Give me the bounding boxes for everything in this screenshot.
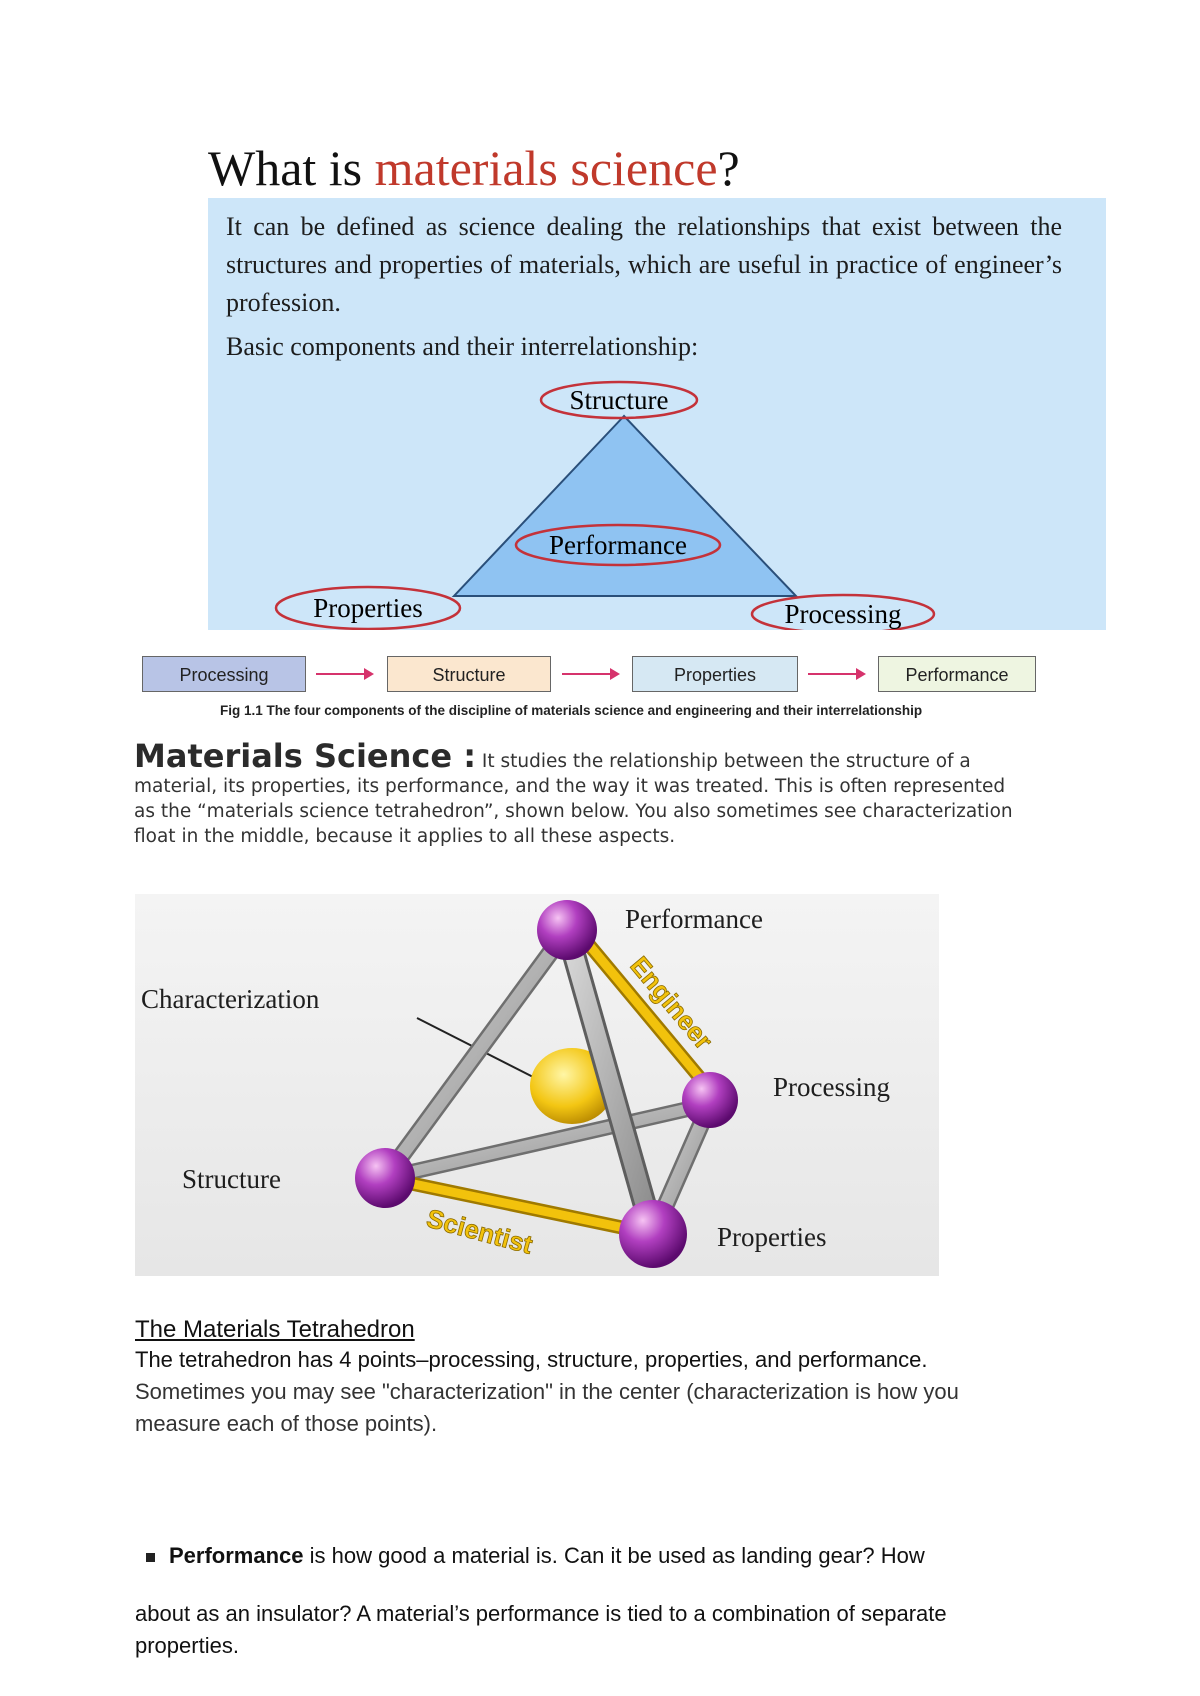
performance-continuation: about as an insulator? A material’s perf… [135,1601,947,1658]
flow-box-processing: Processing [142,656,306,692]
label-performance: Performance [549,530,687,560]
label-properties: Properties [313,593,422,623]
scientist-rod [380,1173,658,1239]
triangle-shape [451,414,799,597]
tetrahedron-paragraph-1: The tetrahedron has 4 points–processing,… [135,1347,928,1372]
tetrahedron-paragraph-2: Sometimes you may see "characterization"… [135,1379,959,1436]
title-suffix: ? [717,140,740,196]
rod [378,923,574,1185]
flow-arrow [316,668,374,680]
flow-diagram: Processing Structure Properties Performa… [140,656,1040,696]
sphere-structure [355,1148,415,1208]
components-triangle-diagram: Structure Performance Properties Process… [274,380,936,630]
tetra-label-structure: Structure [182,1164,281,1194]
bullet-square-icon [146,1552,155,1562]
page-title: What is materials science? [208,138,740,198]
bullet-term: Performance [169,1543,304,1568]
sphere-processing [682,1072,738,1128]
tetra-label-properties: Properties [717,1222,827,1252]
ellipse-structure [539,380,699,420]
sphere-performance [537,900,597,960]
label-processing: Processing [785,599,902,629]
flow-box-properties: Properties [632,656,798,692]
flow-box-structure: Structure [387,656,551,692]
label-structure: Structure [570,385,669,415]
tetrahedron-heading: The Materials Tetrahedron [135,1316,415,1343]
tetra-label-characterization: Characterization [141,984,320,1014]
flow-arrow [562,668,620,680]
materials-science-paragraph: Materials Science : It studies the relat… [134,740,1014,849]
rod [558,921,662,1243]
characterization-sphere [530,1048,614,1124]
title-prefix: What is [208,140,375,196]
tetra-label-performance: Performance [625,904,763,934]
flow-arrow [808,668,866,680]
bullet-text: is how good a material is. Can it be use… [303,1543,925,1568]
sphere-properties [619,1200,687,1268]
title-highlight: materials science [374,140,718,196]
figure-caption: Fig 1.1 The four components of the disci… [220,703,923,718]
rod [379,1098,716,1184]
ellipse-processing [750,593,936,630]
tetrahedron-figure: Engineer Scientist Performance Character… [135,894,939,1276]
engineer-rod [575,929,715,1095]
tetra-label-processing: Processing [773,1072,890,1102]
tetrahedron-svg: Engineer Scientist [355,900,738,1268]
ellipse-performance [514,523,722,567]
bullet-performance: Performance is how good a material is. C… [146,1540,1046,1572]
definition-text: It can be defined as science dealing the… [226,212,1062,317]
basic-components-text: Basic components and their interrelation… [226,332,699,361]
materials-science-heading: Materials Science : [134,737,477,775]
flow-box-performance: Performance [878,656,1036,692]
materials-science-body: It studies the relationship between the … [134,751,1013,847]
ellipse-properties [274,585,462,630]
